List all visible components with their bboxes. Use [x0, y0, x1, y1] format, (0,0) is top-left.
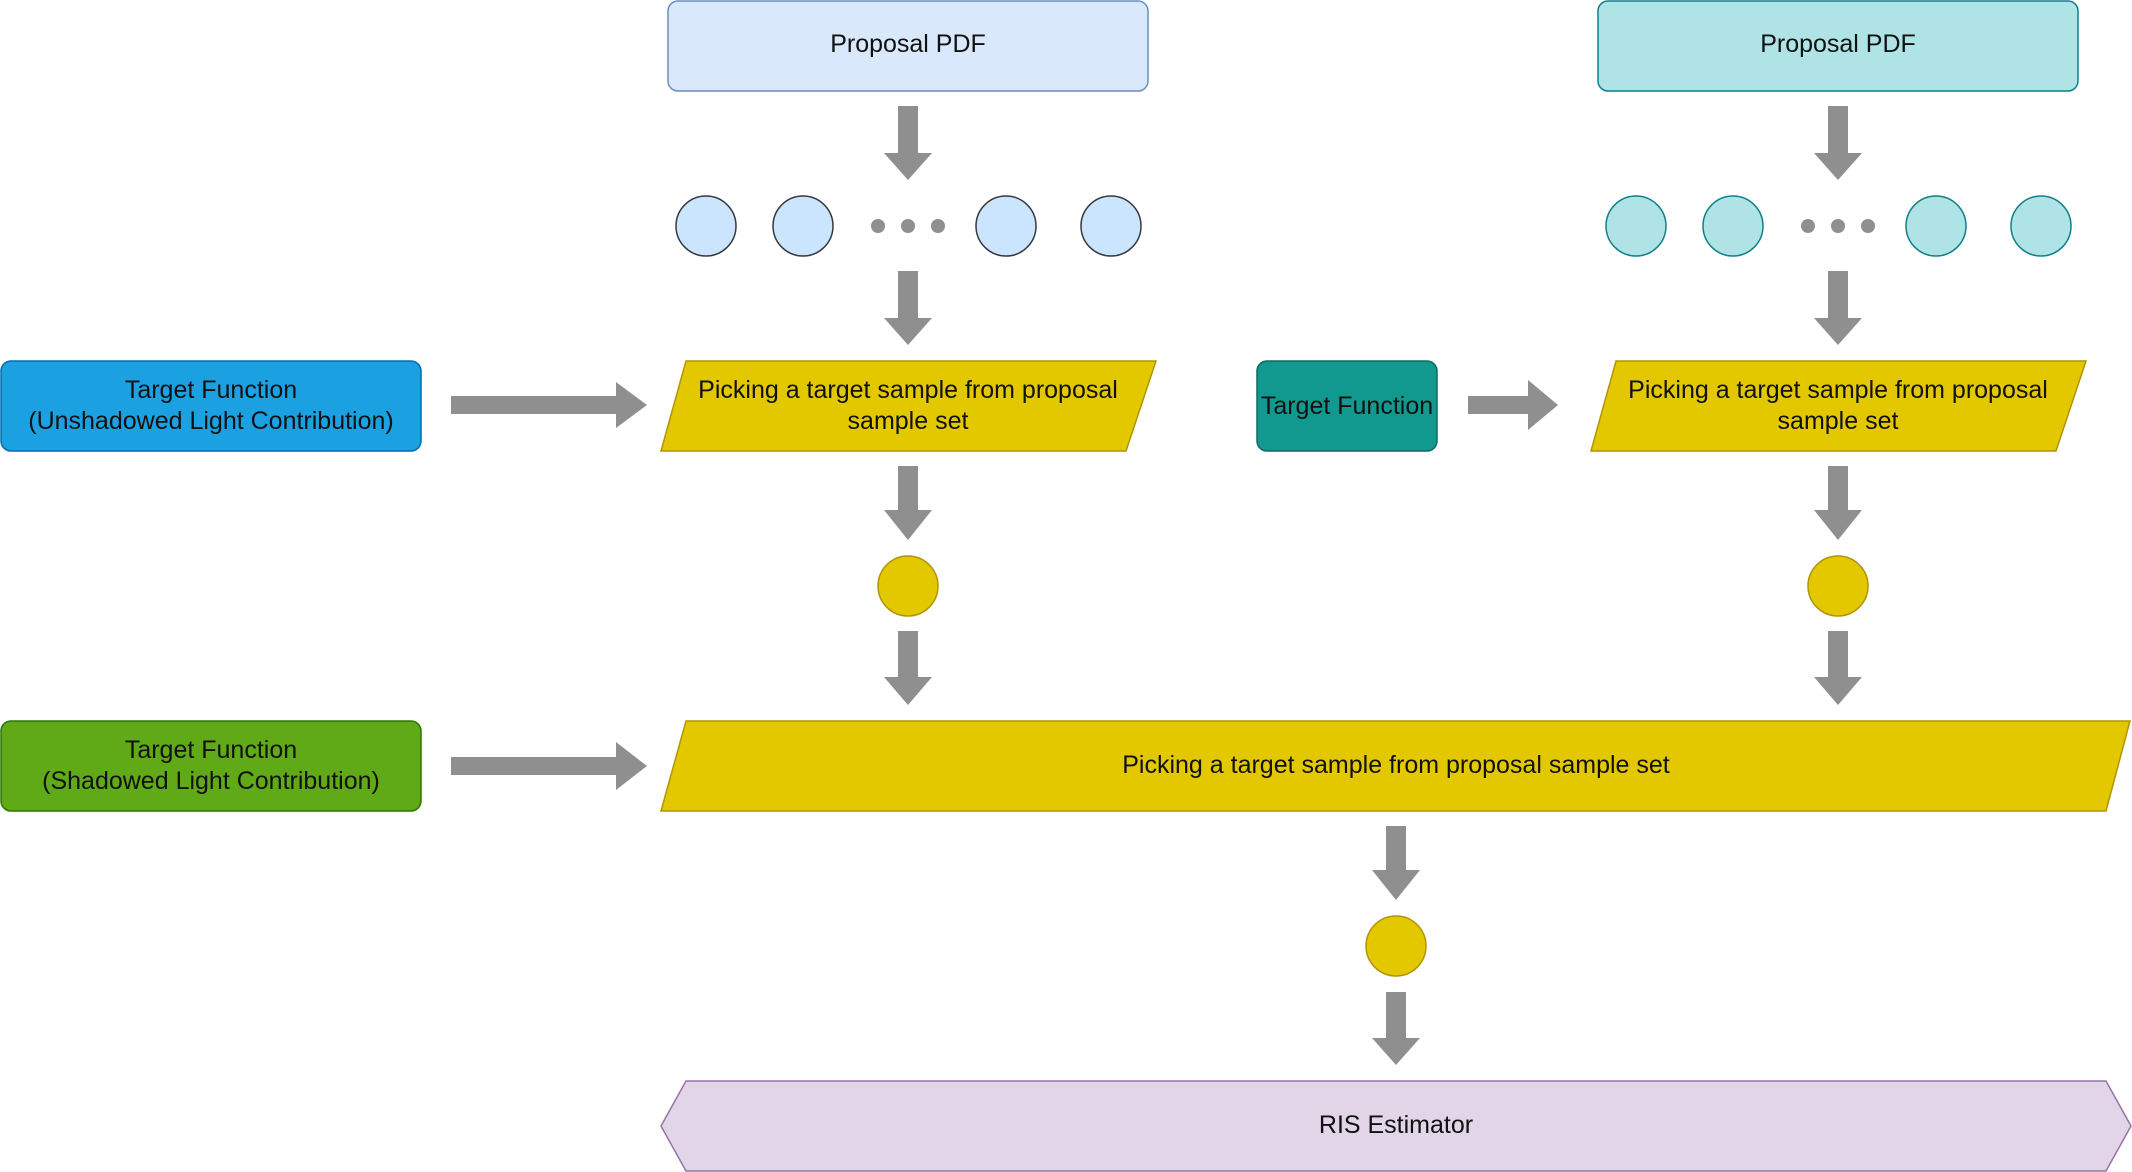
right-picking-line2: sample set — [1778, 407, 1899, 435]
arrow-left-picking-to-result — [884, 466, 932, 540]
left-proposal-pdf-label: Proposal PDF — [830, 30, 986, 58]
right-sample-node — [2010, 195, 2072, 257]
target-function-middle: Target Function — [1256, 360, 1438, 452]
right-picking-line1: Picking a target sample from proposal — [1628, 376, 2048, 404]
left-picking-line1: Picking a target sample from proposal — [698, 376, 1118, 404]
target-shadowed-subtitle: (Shadowed Light Contribution) — [42, 767, 380, 795]
target-unshadowed-subtitle: (Unshadowed Light Contribution) — [28, 407, 394, 435]
right-sample-node — [1702, 195, 1764, 257]
arrow-shadowed-to-combined — [451, 742, 647, 790]
left-ellipsis-dot — [901, 219, 915, 233]
right-ellipsis-dot — [1831, 219, 1845, 233]
target-shadowed-title: Target Function — [125, 736, 297, 764]
left-ellipsis-dot — [931, 219, 945, 233]
arrows — [451, 106, 1862, 1065]
target-function-shadowed: Target Function (Shadowed Light Contribu… — [0, 720, 422, 812]
left-selected-sample — [877, 555, 939, 617]
right-picking-step: Picking a target sample from proposal sa… — [1590, 360, 2088, 452]
arrow-result-to-ris — [1372, 992, 1420, 1065]
arrow-right-picking-to-result — [1814, 466, 1862, 540]
right-proposal-samples — [1605, 195, 2072, 257]
left-sample-node — [1080, 195, 1142, 257]
target-middle-label: Target Function — [1261, 392, 1433, 420]
ris-estimator: RIS Estimator — [660, 1080, 2132, 1172]
left-sample-node — [772, 195, 834, 257]
right-selected-sample — [1807, 555, 1869, 617]
combined-picking-step: Picking a target sample from proposal sa… — [660, 720, 2131, 812]
arrow-right-result-to-combined — [1814, 631, 1862, 705]
left-picking-step: Picking a target sample from proposal sa… — [660, 360, 1158, 452]
right-sample-node — [1905, 195, 1967, 257]
target-unshadowed-title: Target Function — [125, 376, 297, 404]
combined-picking-label: Picking a target sample from proposal sa… — [1122, 751, 1670, 779]
right-proposal-pdf: Proposal PDF — [1597, 0, 2079, 92]
left-picking-line2: sample set — [848, 407, 969, 435]
arrow-left-pdf-to-samples — [884, 106, 932, 180]
right-sample-node — [1605, 195, 1667, 257]
left-proposal-pdf: Proposal PDF — [667, 0, 1149, 92]
left-sample-node — [675, 195, 737, 257]
arrow-unshadowed-to-picking — [451, 382, 647, 428]
arrow-right-pdf-to-samples — [1814, 106, 1862, 180]
ris-estimator-label: RIS Estimator — [1319, 1111, 1473, 1139]
right-proposal-pdf-label: Proposal PDF — [1760, 30, 1916, 58]
arrow-left-result-to-combined — [884, 631, 932, 705]
right-ellipsis-dot — [1861, 219, 1875, 233]
left-sample-node — [975, 195, 1037, 257]
left-ellipsis-dot — [871, 219, 885, 233]
arrow-combined-to-result — [1372, 826, 1420, 900]
arrow-target-to-right-picking — [1468, 380, 1558, 430]
right-ellipsis-dot — [1801, 219, 1815, 233]
arrow-left-samples-to-picking — [884, 271, 932, 345]
final-selected-sample — [1365, 915, 1427, 977]
arrow-right-samples-to-picking — [1814, 271, 1862, 345]
target-function-unshadowed: Target Function (Unshadowed Light Contri… — [0, 360, 422, 452]
left-proposal-samples — [675, 195, 1142, 257]
